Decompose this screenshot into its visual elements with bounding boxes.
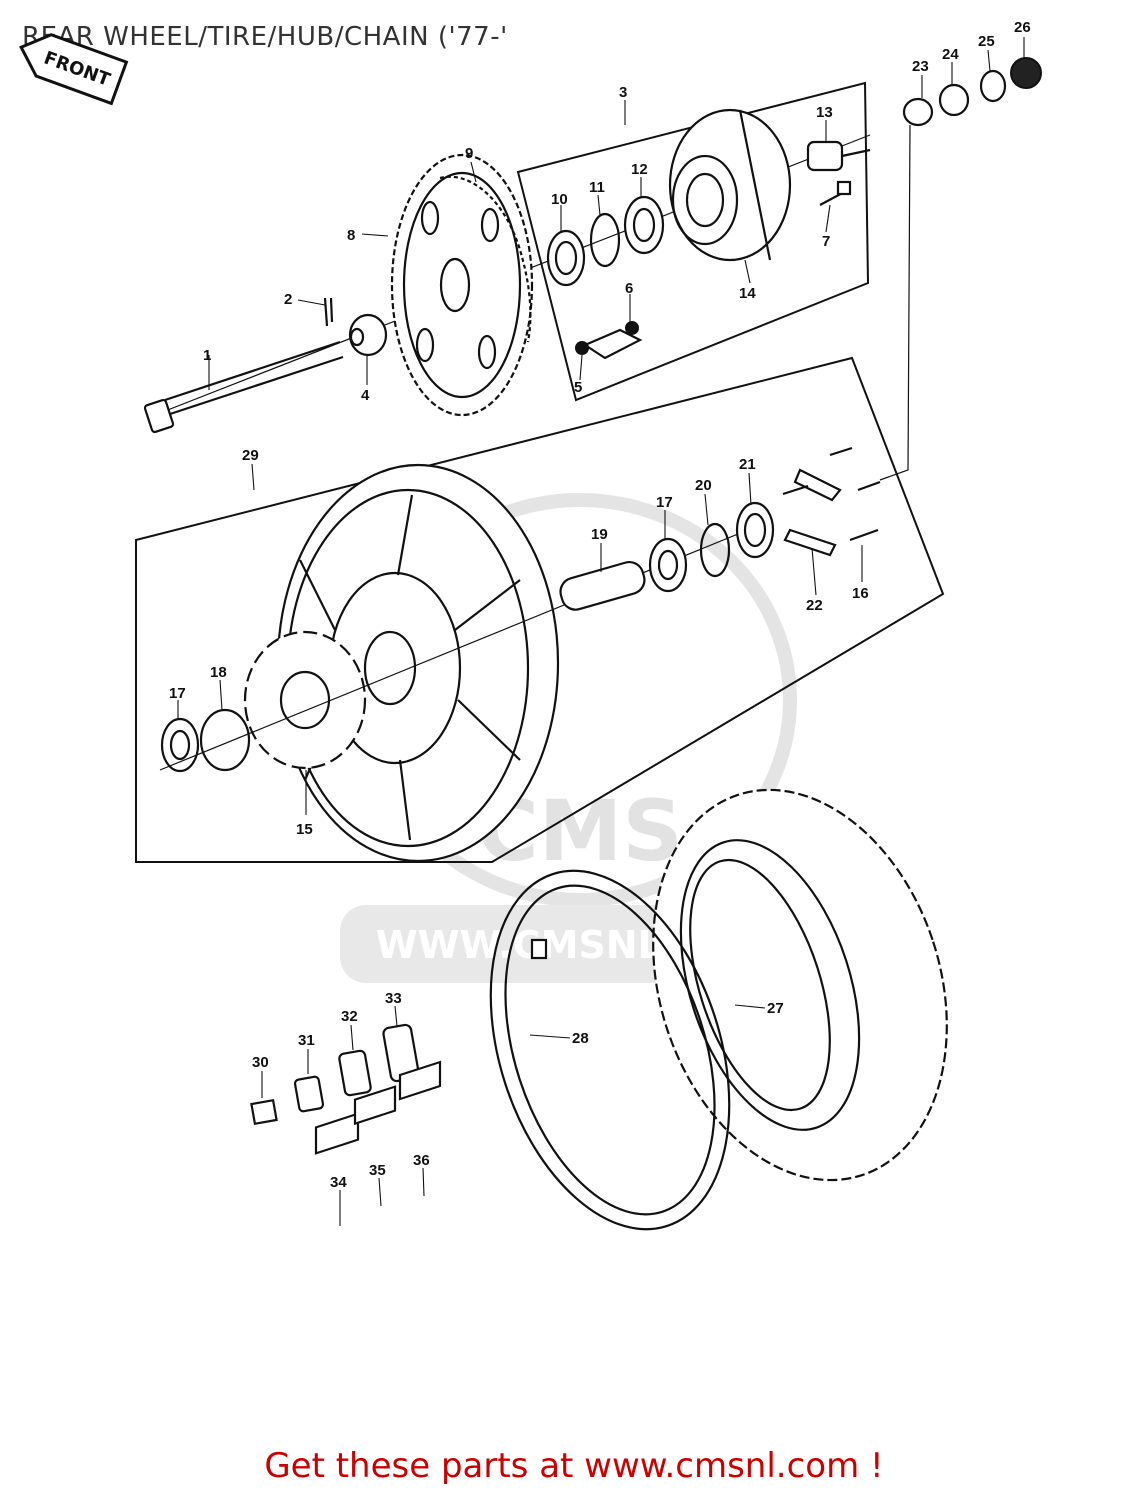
part-label: 5 <box>574 379 582 396</box>
part-label: 12 <box>631 161 648 178</box>
part-label: 13 <box>816 104 833 121</box>
part-label: 16 <box>852 585 869 602</box>
part-label: 22 <box>806 597 823 614</box>
tire <box>652 788 948 1182</box>
axle <box>143 340 344 434</box>
diagram-title: REAR WHEEL/TIRE/HUB/CHAIN ('77-' <box>22 22 508 52</box>
part-label: 30 <box>252 1054 269 1071</box>
ball-bearing-left <box>160 717 200 773</box>
part-label: 20 <box>695 477 712 494</box>
footer-link[interactable]: Get these parts at www.cmsnl.com ! <box>264 1446 884 1486</box>
ball-bearing <box>623 195 665 255</box>
distance-collar <box>559 560 646 611</box>
oil-seal <box>546 229 586 287</box>
part-label: 19 <box>591 526 608 543</box>
o-ring <box>199 708 251 772</box>
part-label: 24 <box>942 46 959 63</box>
part-label: 3 <box>619 84 627 101</box>
part-label: 32 <box>341 1008 358 1025</box>
nut-stack <box>902 57 1042 127</box>
part-label: 23 <box>912 58 929 75</box>
part-label: 29 <box>242 447 259 464</box>
part-label: 9 <box>465 145 473 162</box>
part-label: 8 <box>347 227 355 244</box>
part-label: 35 <box>369 1162 386 1179</box>
hub-damper <box>243 630 367 770</box>
part-label: 28 <box>572 1030 589 1047</box>
part-label: 17 <box>656 494 673 511</box>
trim-plates <box>314 1060 442 1155</box>
part-label: 26 <box>1014 19 1031 36</box>
part-label: 27 <box>767 1000 784 1017</box>
inner-tube <box>489 869 731 1231</box>
axle-collar <box>348 313 388 357</box>
cotter-pin <box>323 297 334 327</box>
hub-spacer <box>806 140 871 172</box>
part-labels: 1 2 3 4 5 6 7 8 9 10 11 12 13 14 15 16 1… <box>169 19 1031 1191</box>
part-label: 6 <box>625 280 633 297</box>
part-label: 10 <box>551 191 568 208</box>
exploded-parts-diagram: CMS WWW.CMSNL.COM FRONT <box>19 19 1042 1231</box>
part-label: 33 <box>385 990 402 1007</box>
drive-chain <box>439 175 532 343</box>
part-label: 15 <box>296 821 313 838</box>
sprocket-hub <box>668 108 792 262</box>
disc-lock <box>783 468 842 557</box>
balance-weights <box>250 1023 420 1126</box>
hub-bolt <box>819 180 852 206</box>
part-label: 21 <box>739 456 756 473</box>
part-label: 34 <box>330 1174 347 1191</box>
part-label: 31 <box>298 1032 315 1049</box>
disc-bolts <box>782 446 881 542</box>
leader-lines <box>177 37 1025 1226</box>
part-label: 36 <box>413 1152 430 1169</box>
part-label: 1 <box>203 347 211 364</box>
circlip-right <box>699 522 731 578</box>
oil-seal-right <box>735 501 775 559</box>
part-label: 17 <box>169 685 186 702</box>
rear-sprocket <box>390 153 534 417</box>
part-label: 7 <box>822 233 830 250</box>
part-label: 4 <box>361 387 370 404</box>
part-label: 14 <box>739 285 756 302</box>
ball-bearing-right <box>648 537 688 593</box>
front-arrow-icon: FRONT <box>19 33 129 106</box>
chain-link <box>575 321 643 360</box>
part-label: 25 <box>978 33 995 50</box>
circlip <box>589 212 621 268</box>
part-label: 2 <box>284 291 292 308</box>
part-label: 11 <box>589 179 605 196</box>
wheel-group-outline <box>135 356 945 863</box>
part-label: 18 <box>210 664 227 681</box>
